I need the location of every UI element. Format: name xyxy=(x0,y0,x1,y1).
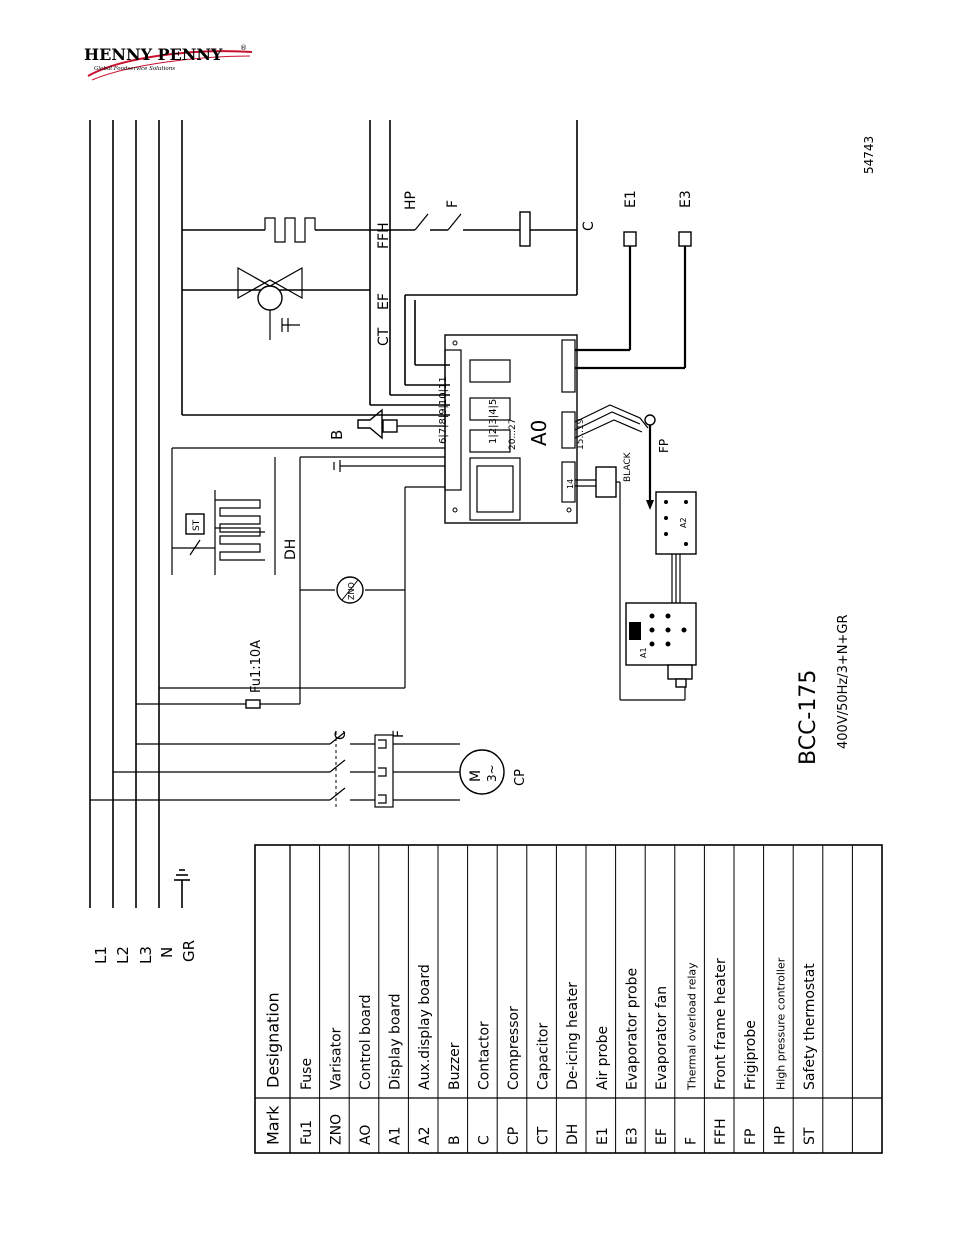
legend-designation: Safety thermostat xyxy=(802,963,818,1090)
control-board-label: A0 xyxy=(527,420,551,446)
legend-designation: Control board xyxy=(358,995,374,1090)
legend-designation: Evaporator probe xyxy=(624,968,640,1090)
control-board xyxy=(444,334,578,524)
legend-mark: HP xyxy=(772,1126,788,1145)
line-label-l1: L1 xyxy=(92,946,110,964)
buzzer-label: B xyxy=(328,430,346,440)
legend-designation: Varisator xyxy=(328,1027,344,1090)
legend-mark: A2 xyxy=(417,1127,433,1145)
terminal-14-label: 14 xyxy=(566,479,575,489)
deicing-heater-label: DH xyxy=(283,539,299,560)
legend-designation: De-icing heater xyxy=(565,982,581,1090)
legend-mark: ST xyxy=(802,1127,818,1145)
aux-display-board-label: A2 xyxy=(679,517,688,528)
legend-mark: AO xyxy=(358,1125,374,1145)
legend-header-mark: Mark xyxy=(264,1105,283,1145)
display-connections xyxy=(575,466,697,701)
supply-lines xyxy=(89,120,190,908)
legend-designation: Compressor xyxy=(506,1006,522,1090)
legend-mark: A1 xyxy=(388,1127,404,1145)
legend-mark: E3 xyxy=(624,1127,640,1145)
f-switch-label: F xyxy=(445,200,461,208)
logo-tagline: Global Foodservice Solutions xyxy=(94,66,175,72)
legend-mark: CP xyxy=(506,1127,522,1145)
overload-label: F xyxy=(391,730,407,738)
black-wire-label: BLACK xyxy=(623,451,633,482)
legend-designation: Buzzer xyxy=(447,1042,463,1090)
legend-designation: Contactor xyxy=(476,1021,492,1090)
ffh-label: FFH xyxy=(376,222,392,249)
model-supply: 400V/50Hz/3+N+GR xyxy=(836,615,851,750)
buzzer xyxy=(357,408,450,440)
evap-fan-label: EF xyxy=(376,293,392,310)
logo-registered: ® xyxy=(240,44,247,52)
legend-designation: Frigiprobe xyxy=(743,1020,759,1090)
capacitor-label: CT xyxy=(376,327,392,346)
legend-mark: C xyxy=(476,1135,492,1145)
evap-probe-label: E3 xyxy=(678,190,694,208)
legend-designation: Air probe xyxy=(595,1026,611,1090)
motor-phase-label: 3~ xyxy=(485,764,499,782)
safety-thermostat-label: ST xyxy=(192,519,202,531)
probes xyxy=(575,231,692,370)
display-board-label: A1 xyxy=(639,647,648,658)
legend-designation: Aux.display board xyxy=(417,964,433,1090)
legend-mark: ZNO xyxy=(328,1114,344,1145)
compressor-circuit xyxy=(90,731,505,808)
legend-mark: B xyxy=(447,1135,463,1145)
legend-designation: Evaporator fan xyxy=(654,986,670,1090)
henny-penny-logo: HENNY PENNY ® Global Foodservice Solutio… xyxy=(84,44,253,81)
line-label-n: N xyxy=(158,947,176,958)
legend-mark: F xyxy=(684,1137,700,1145)
right-loads xyxy=(182,120,578,416)
fuse-rating-label: Fu1:10A xyxy=(249,640,264,693)
terminals-6-11-label: 6|7|8|9|10|11 xyxy=(438,376,449,444)
supply-to-board xyxy=(136,456,450,709)
legend-mark: FFH xyxy=(713,1118,729,1145)
legend-designation: Display board xyxy=(388,994,404,1090)
hp-label: HP xyxy=(403,191,419,210)
terminals-20-27-label: 20...27 xyxy=(508,419,518,451)
line-label-gr: GR xyxy=(180,940,198,962)
line-label-l2: L2 xyxy=(114,946,132,964)
legend-designation: High pressure controller xyxy=(774,957,787,1090)
legend-mark: EF xyxy=(654,1128,670,1145)
contactor-label: C xyxy=(333,730,349,740)
deicing-heater-circuit xyxy=(171,447,450,575)
legend-designation: Capacitor xyxy=(536,1023,552,1090)
legend-designation: Thermal overload relay xyxy=(686,962,699,1091)
air-probe-label: E1 xyxy=(623,190,639,208)
compressor-label: CP xyxy=(513,769,528,786)
varistor-label: ZNO xyxy=(347,582,356,600)
document-number: 54743 xyxy=(862,136,876,174)
logo-brand: HENNY PENNY xyxy=(84,45,223,64)
legend-mark: Fu1 xyxy=(299,1120,315,1145)
legend-designation: Fuse xyxy=(299,1058,315,1090)
legend-mark: DH xyxy=(565,1124,581,1145)
legend-header-designation: Designation xyxy=(264,992,283,1088)
line-label-l3: L3 xyxy=(137,946,155,964)
motor-label: M xyxy=(468,770,484,782)
legend-mark: FP xyxy=(743,1129,759,1146)
terminals-15-19-label: 15...19 xyxy=(576,418,586,450)
frigiprobe-label: FP xyxy=(657,439,671,453)
frigiprobe xyxy=(574,404,656,510)
legend-mark: E1 xyxy=(595,1127,611,1145)
contactor-coil-label: C xyxy=(581,221,597,231)
model-name: BCC-175 xyxy=(796,670,821,765)
terminals-1-5-label: 1|2|3|4|5 xyxy=(488,399,499,444)
legend-mark: CT xyxy=(536,1126,552,1145)
legend-designation: Front frame heater xyxy=(713,958,729,1090)
